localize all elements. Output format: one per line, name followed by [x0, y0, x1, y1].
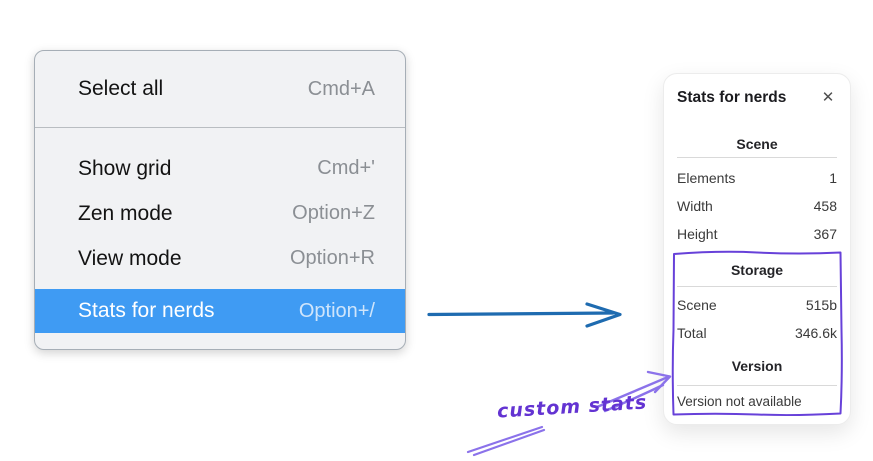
menu-item-shortcut: Option+/ [298, 299, 375, 322]
stats-panel-title: Stats for nerds [677, 89, 787, 106]
stat-label: Scene [677, 297, 717, 313]
menu-item-show-grid[interactable]: Show grid Cmd+' [35, 146, 405, 191]
stat-label: Total [677, 325, 707, 341]
section-divider [677, 385, 837, 386]
menu-divider [35, 127, 405, 128]
menu-item-shortcut: Option+R [289, 247, 375, 269]
menu-item-zen-mode[interactable]: Zen mode Option+Z [35, 191, 405, 236]
menu-item-select-all[interactable]: Select all Cmd+A [35, 51, 405, 127]
stat-label: Width [677, 198, 713, 214]
section-divider [677, 286, 837, 287]
menu-item-label: Zen mode [78, 201, 173, 225]
stat-value: 458 [813, 198, 837, 214]
menu-item-shortcut: Cmd+' [317, 157, 375, 179]
menu-item-shortcut: Cmd+A [307, 77, 375, 100]
stat-value: 346.6k [794, 325, 837, 341]
section-heading-version: Version [731, 358, 783, 374]
stats-panel-header: Stats for nerds ✕ [677, 87, 837, 109]
annotation-arrow [595, 370, 672, 413]
stat-row-width: Width 458 [677, 192, 837, 220]
stat-label: Elements [677, 170, 736, 186]
section-heading-storage: Storage [730, 262, 784, 278]
menu-item-label: Stats for nerds [78, 299, 215, 322]
menu-item-label: Select all [78, 77, 164, 100]
stat-value: 1 [829, 170, 837, 186]
stat-row-total-size: Total 346.6k [677, 319, 837, 347]
flow-arrow [427, 302, 622, 328]
stats-panel: Stats for nerds ✕ Scene Elements 1 Width… [663, 73, 851, 425]
annotation-line [466, 425, 546, 457]
menu-group-spacer [35, 128, 405, 146]
menu-item-shortcut: Option+Z [292, 202, 375, 224]
menu-group-spacer [35, 281, 405, 289]
menu-item-label: View mode [78, 246, 182, 270]
version-note: Version not available [677, 394, 802, 409]
stat-row-height: Height 367 [677, 220, 837, 248]
menu-item-view-mode[interactable]: View mode Option+R [35, 236, 405, 281]
context-menu: Select all Cmd+A Show grid Cmd+' Zen mod… [34, 50, 406, 350]
section-heading-scene: Scene [736, 136, 778, 152]
scene-rows: Elements 1 Width 458 Height 367 [677, 164, 837, 248]
section-divider [677, 157, 837, 158]
stat-row-scene-size: Scene 515b [677, 291, 837, 319]
storage-rows: Scene 515b Total 346.6k [677, 291, 837, 347]
menu-item-label: Show grid [78, 156, 172, 180]
menu-item-stats-for-nerds[interactable]: Stats for nerds Option+/ [35, 289, 405, 333]
stat-value: 515b [805, 297, 837, 313]
stat-label: Height [677, 226, 718, 242]
close-icon[interactable]: ✕ [821, 89, 835, 106]
stat-row-elements: Elements 1 [677, 164, 837, 192]
stat-value: 367 [813, 226, 837, 242]
custom-stats-annotation: custom stats [496, 391, 648, 423]
